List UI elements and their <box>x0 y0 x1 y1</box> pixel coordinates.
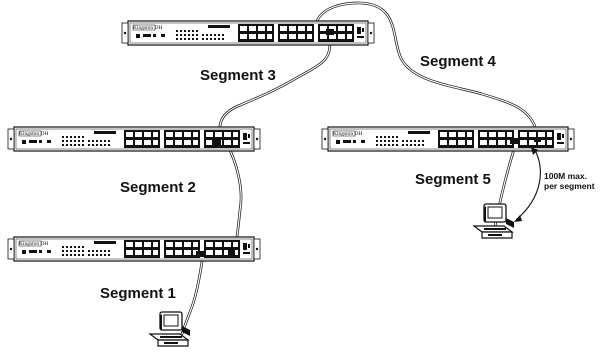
computer-icon-right <box>473 203 515 239</box>
switch-bottom-left: Kingston DH <box>7 236 261 262</box>
segment-4-label: Segment 4 <box>420 53 497 70</box>
port-connectors <box>196 29 541 257</box>
switch-right: Kingston DH <box>321 126 575 152</box>
switch-brand-label: Kingston DH <box>19 241 49 247</box>
distance-arrow <box>514 147 541 222</box>
computer-icon-bottom <box>149 311 191 347</box>
switch-brand-label: Kingston DH <box>19 131 49 137</box>
segment-3-label: Segment 3 <box>200 67 276 84</box>
segment-5-label: Segment 5 <box>415 171 491 188</box>
cable-segment-3 <box>218 39 332 144</box>
cable-segment-4 <box>315 1 540 142</box>
max-length-note-line1: 100M max. <box>544 171 587 181</box>
max-length-note-line2: per segment <box>544 181 595 191</box>
switch-middle-left: Kingston DH <box>7 126 261 152</box>
cable-segment-1 <box>180 253 205 336</box>
switch-brand-label: Kingston DH <box>133 25 163 31</box>
switch-top: Kingston DH <box>121 20 375 46</box>
switch-brand-label: Kingston DH <box>333 131 363 137</box>
segment-2-label: Segment 2 <box>120 179 196 196</box>
segment-1-label: Segment 1 <box>100 285 176 302</box>
